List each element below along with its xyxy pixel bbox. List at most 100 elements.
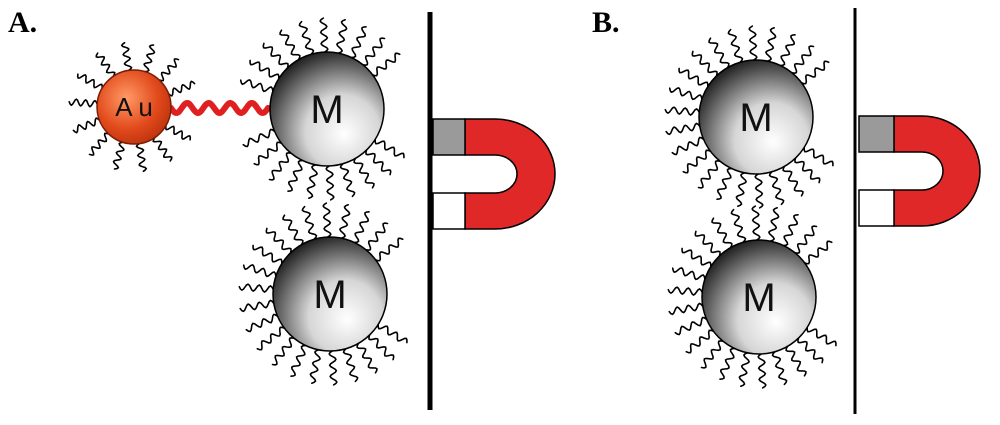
magnetic-particle-b-top: M	[698, 59, 814, 175]
magnetic-particle-a-top: M	[269, 51, 385, 167]
ligand-chain	[265, 227, 292, 254]
ligand-chain	[791, 45, 815, 75]
ligand-chain	[239, 299, 275, 313]
ligand-chain	[353, 157, 375, 189]
ligand-chain	[325, 165, 335, 201]
ligand-chain	[338, 204, 351, 239]
gold-nanoparticle: A u	[96, 69, 172, 145]
ligand-chain	[282, 214, 304, 246]
magnetic-particle-a-bottom: M	[272, 236, 388, 352]
ligand-chain	[167, 80, 196, 97]
ligand-chain	[242, 264, 277, 278]
magnet-b	[858, 115, 981, 227]
ligand-chain	[800, 60, 830, 85]
magnetic-particle-label: M	[310, 88, 343, 132]
ligand-chain	[342, 347, 359, 383]
ligand-chain	[350, 26, 367, 59]
ligand-chain	[716, 167, 733, 200]
ligand-chain	[339, 162, 356, 198]
ligand-chain	[671, 136, 705, 156]
ligand-chain	[377, 323, 408, 344]
ligand-chain	[803, 240, 833, 265]
ligand-chain	[779, 34, 796, 67]
magnet-pole-white	[858, 189, 895, 227]
magnet-body	[464, 118, 556, 230]
ligand-chain	[738, 352, 751, 387]
ligand-chain	[238, 283, 274, 293]
ligand-chain	[256, 326, 286, 351]
ligand-chain	[362, 37, 386, 67]
ligand-chain	[708, 37, 730, 69]
ligand-chain	[301, 205, 318, 241]
ligand-chain	[782, 214, 799, 247]
ligand-chain	[164, 124, 192, 141]
ligand-chain	[365, 149, 392, 176]
ligand-chain	[694, 230, 721, 257]
gold-particle-sphere	[96, 69, 172, 145]
ligand-chain	[68, 98, 98, 108]
ligand-chain	[681, 247, 712, 268]
ligand-chain	[667, 286, 703, 296]
ligand-chain	[748, 25, 758, 61]
ligand-chain	[322, 202, 332, 238]
ligand-chain	[72, 117, 101, 134]
ligand-chain	[671, 267, 706, 281]
ligand-chain	[794, 157, 821, 184]
ligand-chain	[245, 313, 279, 333]
ligand-chain	[76, 73, 104, 90]
magnetic-particle-b-bottom: M	[701, 239, 817, 355]
magnet-pole-gray	[858, 115, 895, 153]
ligand-chain	[374, 237, 404, 262]
ligand-chain	[678, 67, 709, 88]
magnet-a	[432, 118, 556, 230]
ligand-chain	[120, 41, 133, 72]
ligand-chain	[353, 211, 370, 244]
ligand-chain	[767, 207, 780, 242]
ligand-chain	[253, 141, 283, 166]
ligand-chain	[782, 165, 804, 197]
ligand-chain	[306, 164, 319, 199]
ligand-chain	[803, 146, 834, 167]
ligand-chain	[88, 132, 110, 156]
ligand-chain	[328, 350, 338, 386]
magnet-body	[893, 115, 981, 227]
ligand-chain	[700, 339, 724, 369]
magnetic-particle-label: M	[313, 273, 346, 317]
ligand-chain	[158, 58, 180, 82]
ligand-chain	[806, 326, 837, 347]
ligand-chain	[143, 44, 156, 73]
ligand-chain	[757, 353, 767, 389]
ligand-chain	[365, 222, 389, 252]
ligand-chain	[727, 28, 744, 64]
magnetic-particle-label: M	[739, 96, 772, 140]
magnet-pole-gray	[432, 118, 466, 156]
ligand-chain	[135, 142, 148, 173]
ligand-chain	[279, 29, 301, 61]
ligand-chain	[271, 336, 295, 366]
panel-a-label: A.	[8, 6, 37, 39]
ligand-chain	[356, 342, 378, 374]
magnetic-particle-sphere	[698, 59, 814, 175]
magnet-pole-white	[432, 192, 466, 230]
ligand-chain	[685, 329, 715, 354]
ligand-chain	[764, 27, 777, 62]
ligand-chain	[697, 159, 721, 189]
magnetic-particle-label: M	[742, 276, 775, 320]
ligand-chain	[242, 128, 276, 148]
ligand-chain	[374, 138, 405, 159]
ligand-chain	[668, 87, 703, 101]
ligand-chain	[287, 159, 304, 192]
ligand-chain	[691, 50, 718, 77]
ligand-chain	[797, 337, 824, 364]
ligand-chain	[319, 17, 329, 53]
ligand-chain	[95, 52, 116, 78]
ligand-chain	[371, 52, 401, 77]
gold-particle-label: A u	[115, 92, 153, 122]
ligand-chain	[682, 149, 712, 174]
ligand-chain	[290, 344, 307, 377]
magnetic-particle-sphere	[701, 239, 817, 355]
ligand-chain	[298, 20, 315, 56]
ligand-chain	[309, 349, 322, 384]
ligand-chain	[668, 302, 704, 316]
